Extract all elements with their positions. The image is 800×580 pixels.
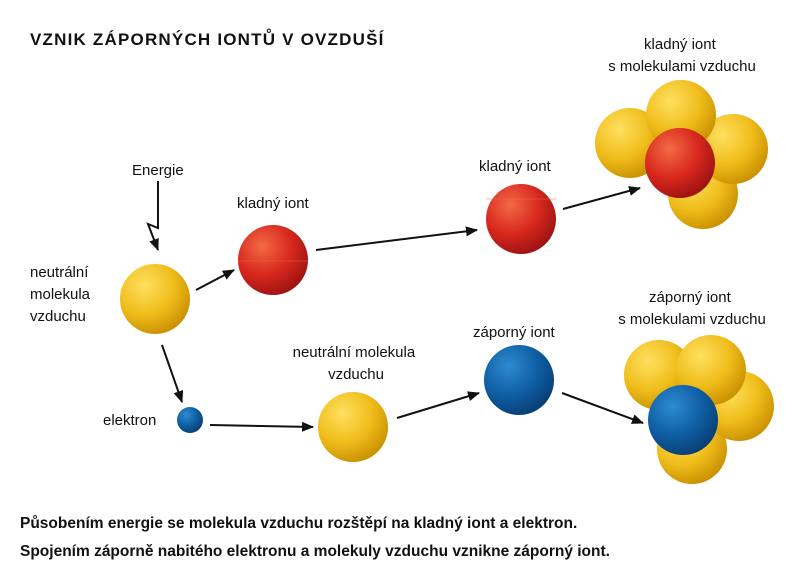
negative-ion-label: záporný iont (473, 324, 556, 341)
positive-cluster-label: kladný iont s molekulami vzduchu (608, 36, 756, 75)
positive-ion-2 (486, 184, 556, 254)
caption-line-1: Působením energie se molekula vzduchu ro… (20, 515, 578, 532)
arrow-electron-to-molecule (209, 421, 314, 432)
negative-ion (484, 345, 554, 415)
caption-line-2: Spojením záporně nabitého elektronu a mo… (20, 543, 610, 560)
neutral-molecule (120, 264, 190, 334)
arrow-to-electron (161, 344, 184, 403)
cluster-molecule (698, 114, 768, 184)
arrow-to-positive-cluster (562, 186, 641, 210)
diagram-title: VZNIK ZÁPORNÝCH IONTŮ V OVZDUŠÍ (30, 29, 385, 49)
positive-ion-label-2: kladný iont (479, 158, 552, 175)
neutral-molecule-2 (318, 392, 388, 462)
negative-ion-cluster (624, 335, 774, 484)
energy-label: Energie (132, 162, 184, 179)
arrow-to-negative-ion (396, 391, 480, 419)
energy-lightning-arrow (146, 181, 159, 251)
electron-label: elektron (103, 412, 156, 429)
neutral-molecule-label: neutrální molekula vzduchu (30, 264, 94, 325)
arrow-to-negative-cluster (561, 392, 644, 424)
negative-cluster-label: záporný iont s molekulami vzduchu (618, 289, 766, 328)
electron (177, 407, 203, 433)
positive-ion-cluster (595, 80, 768, 229)
neutral-molecule-2-label: neutrální molekula vzduchu (293, 344, 420, 383)
ion-formation-diagram: VZNIK ZÁPORNÝCH IONTŮ V OVZDUŠÍ Energie … (30, 29, 774, 484)
positive-ion-label: kladný iont (237, 195, 310, 212)
arrow-to-positive-ion (195, 269, 235, 291)
cluster-negative-ion (648, 385, 718, 455)
cluster-positive-ion (645, 128, 715, 198)
positive-ion (238, 225, 308, 295)
arrow-positive-ion-to-positive-ion (315, 226, 478, 251)
